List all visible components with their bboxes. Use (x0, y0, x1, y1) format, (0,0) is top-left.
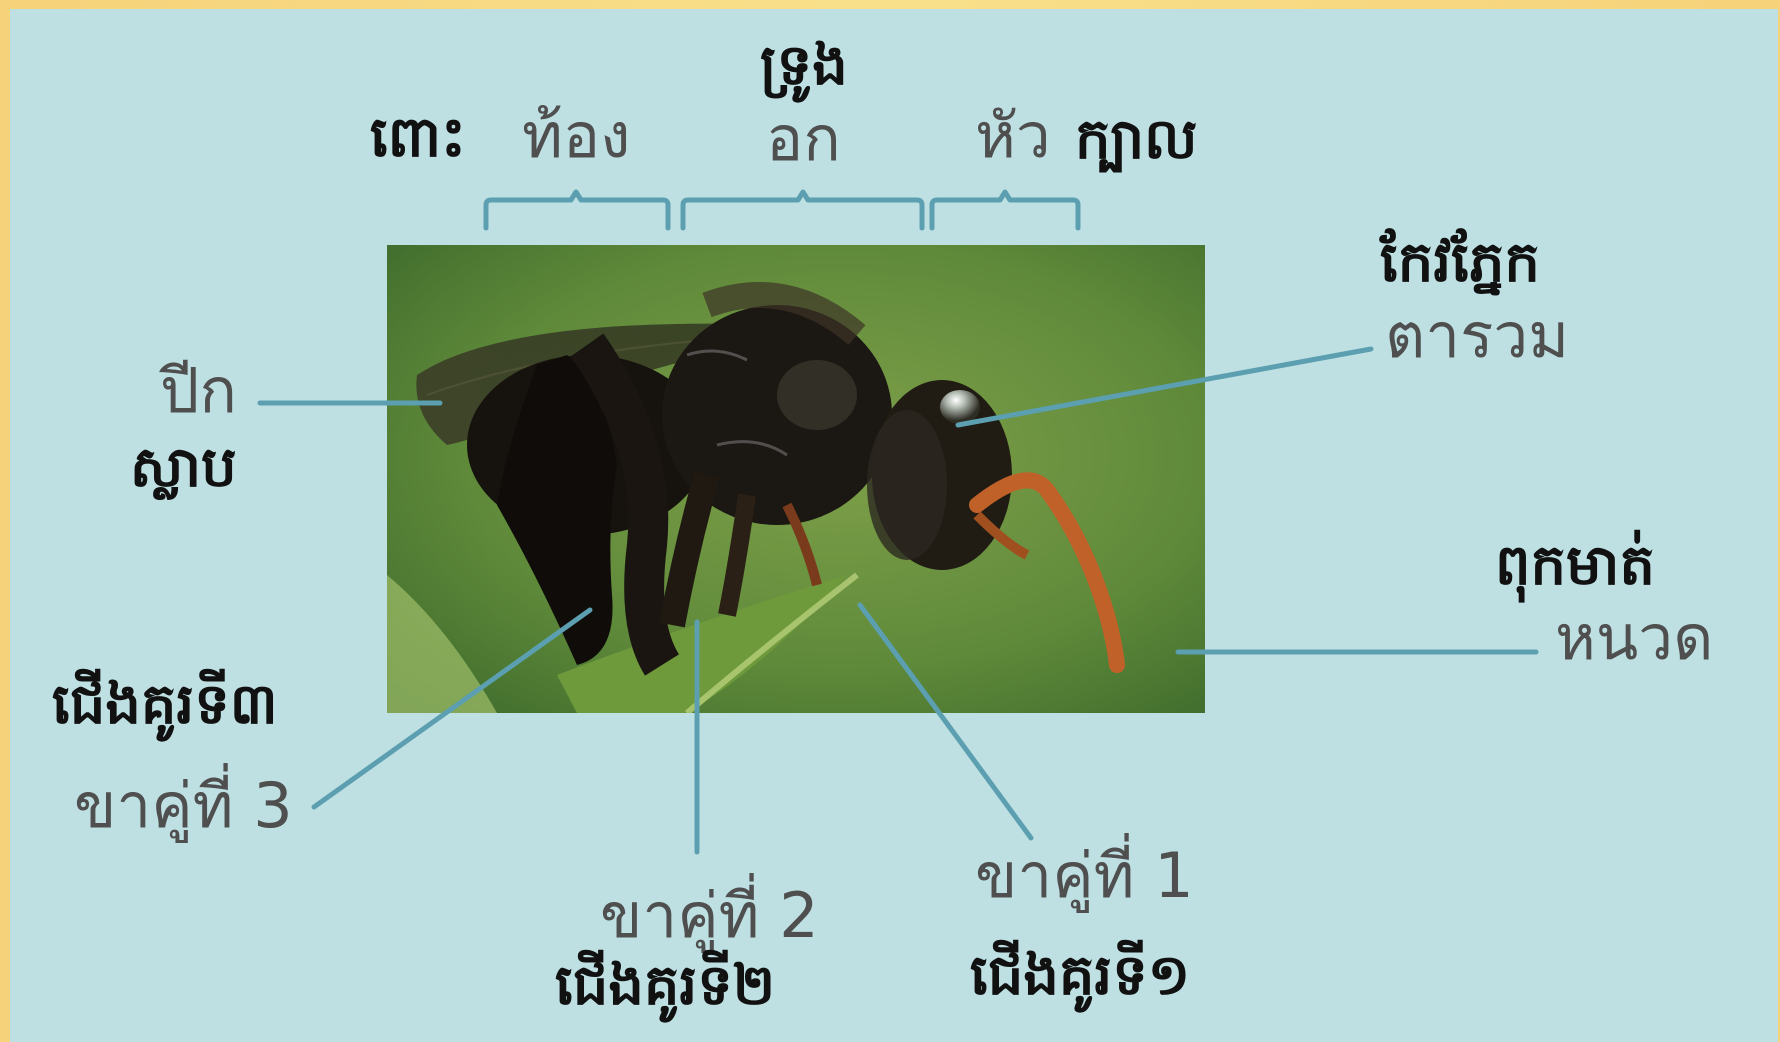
wing-label-thai: ปีก (160, 360, 237, 422)
antenna-label-thai: หนวด (1555, 607, 1713, 669)
leg1-label-khmer: ជើងគូរទី១ (970, 948, 1190, 1004)
abdomen-label-thai: ท้อง (522, 105, 630, 167)
head-label-thai: หัว (975, 105, 1051, 167)
head-label-khmer: ក្បាល (1075, 112, 1198, 168)
leg1-leader-line (860, 605, 1031, 838)
leg3-label-thai: ขาคู่ที่ 3 (74, 775, 293, 837)
eye-leader-line (958, 349, 1371, 425)
thorax-label-khmer: ទ្រូង (760, 38, 848, 94)
thorax-label-thai: อก (766, 108, 841, 170)
leg1-label-thai: ขาคู่ที่ 1 (975, 845, 1194, 907)
leg2-label-khmer: ជើងគូរទី២ (555, 958, 775, 1014)
eye-label-thai: ตารวม (1385, 305, 1569, 367)
leg3-label-khmer: ជើងគូរទី៣ (52, 677, 278, 733)
antenna-label-khmer: ពុកមាត់ (1495, 538, 1655, 594)
abdomen-label-khmer: ពោះ (370, 110, 466, 166)
leg2-label-thai: ขาคู่ที่ 2 (600, 885, 819, 947)
leg3-leader-line (314, 610, 590, 807)
wing-label-khmer: ស្លាប (130, 440, 237, 496)
head-bracket (932, 192, 1078, 228)
thorax-bracket (683, 192, 922, 228)
eye-label-khmer: កែវភ្នែក (1380, 235, 1540, 291)
abdomen-bracket (486, 192, 668, 228)
